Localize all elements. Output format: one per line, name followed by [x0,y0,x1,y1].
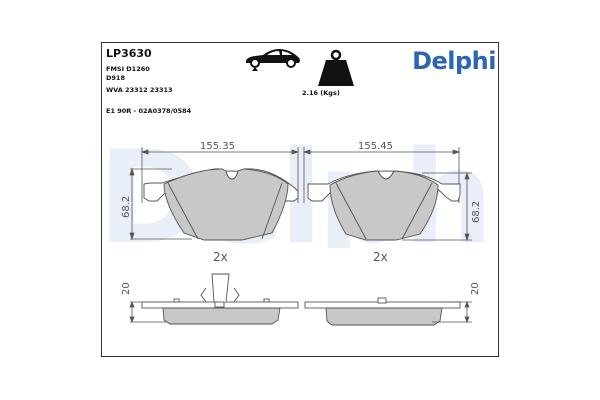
right-pad-top-view [307,170,461,241]
left-thickness-dim: 20 [121,282,132,295]
left-pad-side-view [141,273,299,325]
right-thickness-dim: 20 [470,282,481,295]
left-height-dim: 68.2 [121,196,132,218]
delphi-logo: Delphi [412,47,496,75]
right-width-dim: 155.45 [358,141,393,152]
right-quantity: 2x [373,250,388,264]
left-pad-top-view [143,168,299,241]
fmsi-code: FMSI D1260 [106,65,150,73]
approval-code: E1 90R - 02A0378/0584 [106,107,192,115]
product-datasheet: Delphi LP3630 FMSI D1260 D918 WVA 23312 … [101,42,499,357]
left-quantity: 2x [213,250,228,264]
part-number: LP3630 [106,47,152,60]
weight-icon [318,49,354,86]
car-front-axle-icon [246,49,300,71]
weight-value: 2.16 (Kgs) [302,89,340,97]
right-height-dim: 68.2 [471,201,482,223]
brake-pad-drawings: 155.35 155.45 68.2 68.2 2x 2x 20 20 [121,141,482,326]
d-code: D918 [106,74,125,82]
right-pad-side-view [304,297,461,326]
left-width-dim: 155.35 [200,141,235,152]
wva-code: WVA 23312 23313 [106,86,173,94]
